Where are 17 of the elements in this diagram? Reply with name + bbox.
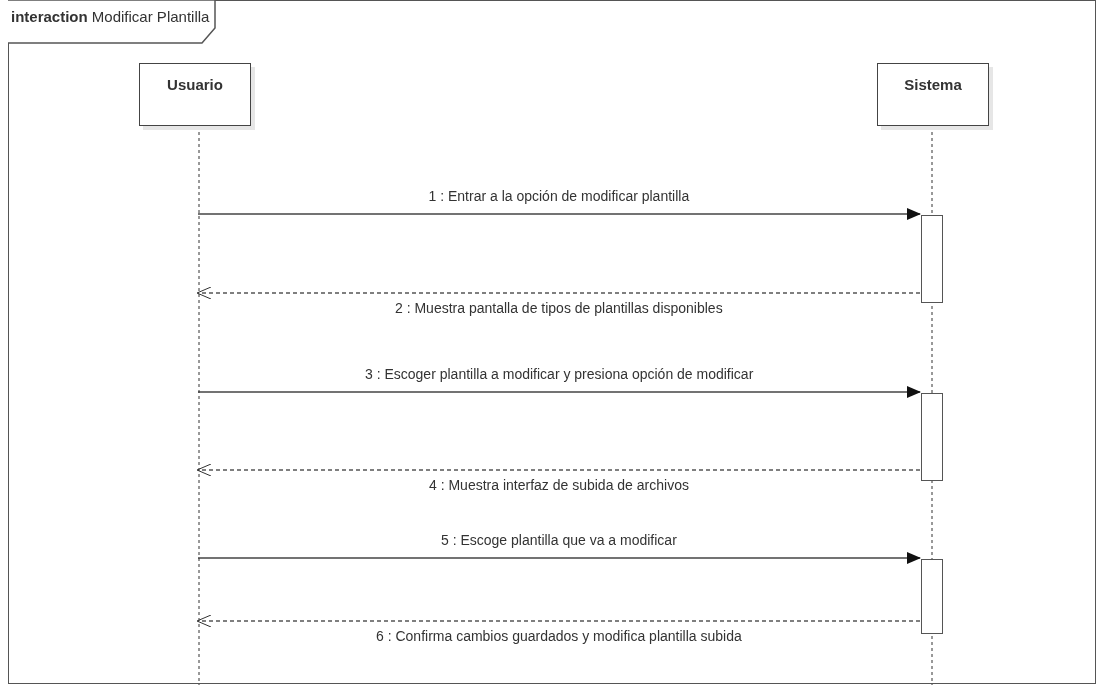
message-label: 4 : Muestra interfaz de subida de archivos <box>427 477 691 493</box>
message-label: 5 : Escoge plantilla que va a modificar <box>439 532 679 548</box>
message-arrow <box>197 552 921 564</box>
message-label: 6 : Confirma cambios guardados y modifica plantilla subida <box>374 628 744 644</box>
interaction-frame <box>8 0 1096 684</box>
return-message-arrow <box>196 286 921 300</box>
activation-bar <box>921 559 943 634</box>
message-label: 1 : Entrar a la opción de modificar plantilla <box>426 188 692 204</box>
message-label: 3 : Escoger plantilla a modificar y presiona opción de modificar <box>363 366 756 382</box>
activation-bar <box>921 215 943 303</box>
activation-bar <box>921 393 943 481</box>
message-label: 2 : Muestra pantalla de tipos de plantillas disponibles <box>393 300 725 316</box>
message-arrow <box>197 386 921 398</box>
return-message-arrow <box>196 463 921 477</box>
frame-title: interaction Modificar Plantilla <box>11 8 210 25</box>
return-message-arrow <box>196 614 921 628</box>
message-arrow <box>197 208 921 220</box>
